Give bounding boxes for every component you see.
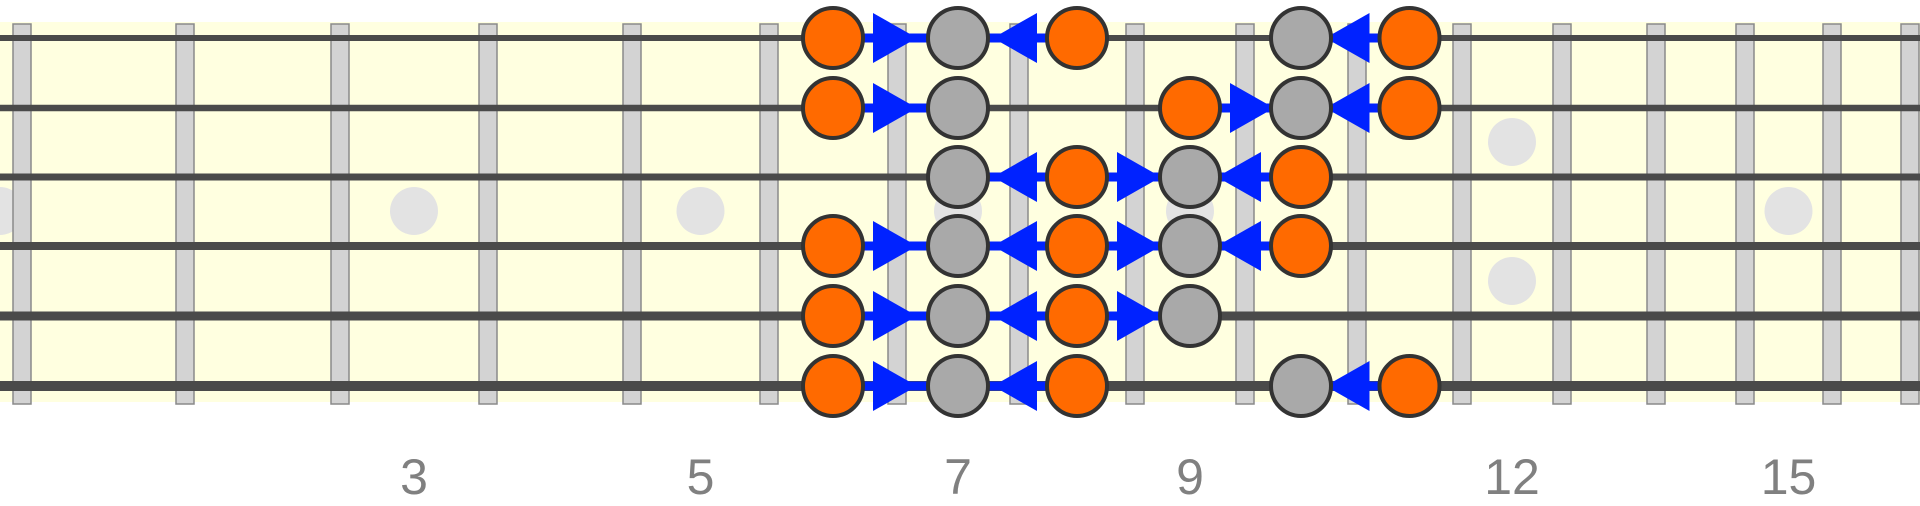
note-marker-gray	[1158, 145, 1222, 209]
note-layer	[801, 6, 1442, 418]
fret-number-label: 3	[400, 449, 428, 505]
inlay-layer	[0, 118, 1813, 305]
inlay-dot	[1488, 257, 1536, 305]
arrow-head-icon	[873, 291, 917, 341]
note-marker-orange	[1377, 354, 1442, 418]
arrow-head-icon	[873, 361, 917, 411]
fret-wire	[12, 23, 32, 405]
arrow-head-icon	[1230, 83, 1274, 133]
fret-wire	[1347, 23, 1367, 405]
arrow-head-icon	[1217, 152, 1261, 202]
arrow-head-icon	[993, 291, 1037, 341]
note-marker-orange	[1377, 6, 1442, 70]
fret-wire	[1822, 23, 1842, 405]
fret-number-label: 12	[1484, 449, 1540, 505]
note-marker-orange	[801, 354, 865, 418]
arrow-head-icon	[873, 221, 917, 271]
note-marker-gray	[1269, 76, 1333, 140]
fret-wire	[1125, 23, 1145, 405]
note-marker-gray	[1158, 284, 1222, 348]
fret-label-layer: 3 5 7 9 12 15	[400, 449, 1816, 505]
note-marker-orange	[1045, 284, 1109, 348]
note-marker-gray	[1269, 354, 1333, 418]
fret-wire	[1735, 23, 1755, 405]
fret-wire	[478, 23, 498, 405]
arrow-head-icon	[873, 13, 917, 63]
note-marker-gray	[926, 354, 990, 418]
note-marker-gray	[926, 214, 990, 278]
note-marker-orange	[1158, 76, 1222, 140]
fret-wire	[622, 23, 642, 405]
fret-number-label: 15	[1761, 449, 1817, 505]
arrow-head-icon	[1325, 83, 1370, 133]
fret-wire	[1646, 23, 1666, 405]
arrow-head-icon	[1217, 221, 1261, 271]
note-marker-gray	[926, 76, 990, 140]
fret-wire	[759, 23, 779, 405]
note-marker-orange	[801, 76, 865, 140]
note-marker-orange	[1045, 145, 1109, 209]
inlay-dot	[390, 187, 438, 235]
note-marker-orange	[1045, 354, 1109, 418]
fret-wire	[1235, 23, 1255, 405]
note-marker-orange	[1377, 76, 1442, 140]
fret-wire	[175, 23, 195, 405]
arrow-head-icon	[873, 83, 917, 133]
arrow-head-icon	[993, 361, 1037, 411]
arrow-layer	[863, 13, 1380, 411]
note-marker-gray	[926, 145, 990, 209]
fret-number-label: 5	[687, 449, 715, 505]
note-marker-gray	[926, 6, 990, 70]
note-marker-gray	[1269, 6, 1333, 70]
inlay-dot	[676, 187, 725, 235]
arrow-head-icon	[1117, 291, 1161, 341]
note-marker-orange	[801, 214, 865, 278]
fret-wire	[330, 23, 350, 405]
arrow-head-icon	[1325, 361, 1370, 411]
inlay-dot	[1764, 187, 1813, 235]
note-marker-orange	[1269, 214, 1333, 278]
fret-wire	[1900, 23, 1920, 405]
note-marker-orange	[801, 284, 865, 348]
note-marker-orange	[1045, 6, 1109, 70]
fret-wire	[887, 23, 907, 405]
inlay-dot	[1488, 118, 1536, 166]
fret-wire	[1009, 23, 1029, 405]
arrow-head-icon	[1117, 152, 1161, 202]
note-marker-orange	[1045, 214, 1109, 278]
arrow-head-icon	[993, 152, 1037, 202]
note-marker-gray	[926, 284, 990, 348]
fret-wire	[1452, 23, 1472, 405]
note-marker-orange	[801, 6, 865, 70]
fret-number-label: 7	[944, 449, 972, 505]
fret-wire	[1552, 23, 1572, 405]
note-marker-orange	[1269, 145, 1333, 209]
arrow-head-icon	[993, 221, 1037, 271]
arrow-head-icon	[993, 13, 1037, 63]
arrow-head-icon	[1117, 221, 1161, 271]
arrow-head-icon	[1325, 13, 1370, 63]
note-marker-gray	[1158, 214, 1222, 278]
fret-number-label: 9	[1176, 449, 1204, 505]
